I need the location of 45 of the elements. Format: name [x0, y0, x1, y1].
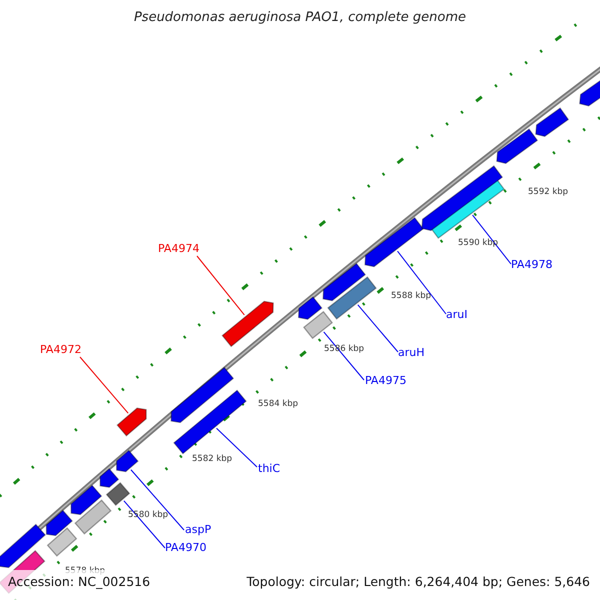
gene-bar — [116, 408, 147, 437]
gene-label: PA4978 — [511, 259, 552, 270]
gene-bar — [74, 499, 112, 535]
leader-line — [196, 256, 245, 316]
gene-label: aruH — [398, 347, 425, 358]
leader-line — [216, 428, 258, 468]
gene-label: PA4974 — [158, 243, 200, 254]
axis-tick-label: 5584 kbp — [258, 400, 298, 408]
gene-label: aspP — [185, 524, 212, 535]
leader-line — [397, 250, 446, 314]
gene-bar — [173, 390, 247, 454]
gene-bar — [116, 450, 139, 472]
leader-line — [323, 331, 364, 380]
footer-text: Topology: circular; Length: 6,264,404 bp; Genes: 5,646 — [246, 576, 590, 588]
footer-text: Accession: NC_002516 — [8, 576, 150, 588]
gene-bar — [46, 527, 78, 557]
axis-tick-label: 5588 kbp — [391, 292, 432, 300]
leader-line — [472, 214, 512, 264]
gene-bar — [327, 276, 377, 320]
gene-label: thiC — [258, 463, 280, 474]
gene-bar — [364, 216, 424, 268]
gene-bar — [496, 128, 538, 164]
leader-line — [123, 500, 166, 548]
axis-tick-label: 5578 kbp — [65, 567, 106, 576]
gene-bar — [222, 300, 274, 348]
gene-bar — [70, 484, 102, 516]
gene-bar — [322, 262, 366, 302]
leader-line — [130, 469, 184, 530]
chart-title: Pseudomonas aeruginosa PAO1, complete genome — [132, 11, 468, 24]
gene-bar — [170, 366, 234, 424]
gene-bar — [46, 510, 73, 536]
axis-tick-label: 5592 kbp — [528, 188, 568, 196]
gene-bar — [298, 296, 323, 320]
gene-label: PA4975 — [365, 375, 406, 386]
leader-line — [357, 304, 398, 352]
gene-label: PA4970 — [165, 542, 206, 553]
gene-label: aruI — [446, 309, 468, 320]
gene-bar — [579, 80, 600, 107]
leader-line — [80, 356, 129, 414]
gene-label: PA4972 — [40, 344, 82, 355]
gene-bar — [100, 468, 120, 488]
gene-bar — [535, 107, 570, 138]
gene-bar — [421, 165, 504, 232]
gene-bar — [303, 310, 333, 340]
gene-bar — [106, 482, 130, 506]
